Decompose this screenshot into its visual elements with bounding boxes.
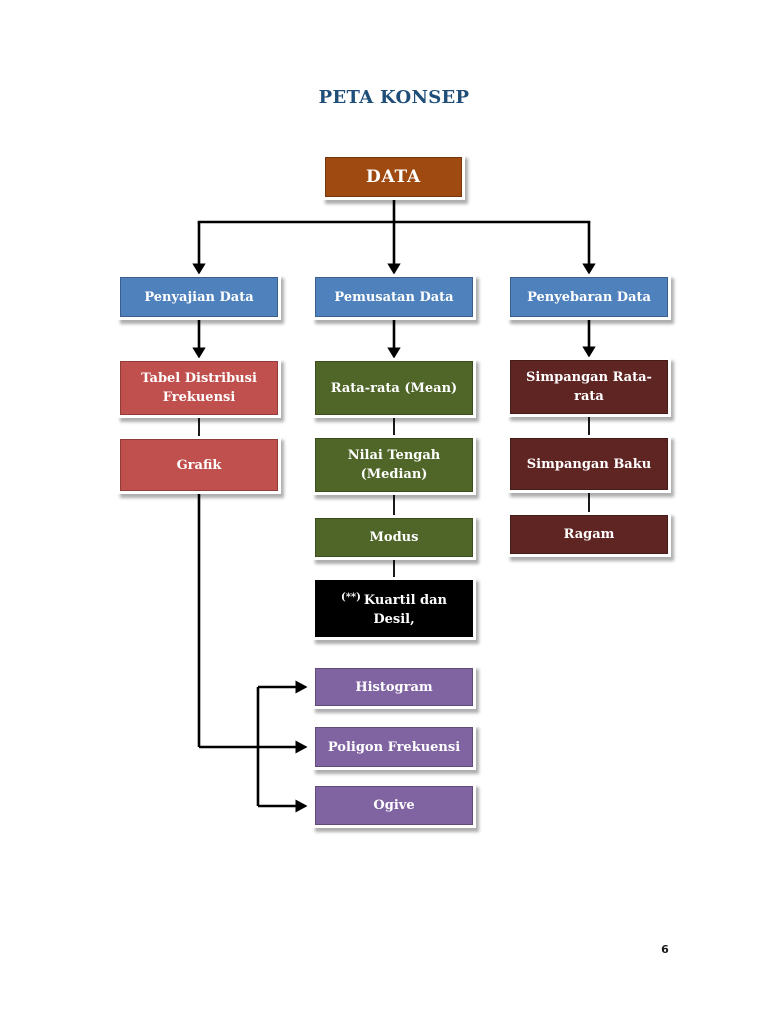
node-kuartil-dan-desil: (**)Kuartil dan Desil,	[312, 577, 476, 640]
node-simpangan-rata-rata: Simpangan Rata-rata	[507, 357, 671, 417]
page-number: 6	[661, 943, 669, 956]
node-pemusatan-data: Pemusatan Data	[312, 274, 476, 320]
node-pemusatan-data-label: Pemusatan Data	[334, 289, 454, 305]
node-kuartil-prefix: (**)	[340, 592, 361, 603]
node-kuartil-label: (**)Kuartil dan Desil,	[321, 588, 467, 629]
node-simpangan-baku-label: Simpangan Baku	[526, 456, 652, 472]
node-tabel-label: Tabel Distribusi Frekuensi	[141, 371, 257, 405]
node-ragam: Ragam	[507, 512, 671, 557]
node-data: DATA	[322, 154, 465, 200]
node-poligon-label: Poligon Frekuensi	[327, 739, 461, 755]
node-grafik-label: Grafik	[176, 457, 222, 473]
node-modus-label: Modus	[369, 530, 419, 545]
node-penyebaran-data: Penyebaran Data	[507, 274, 671, 320]
page-title: PETA KONSEP	[318, 87, 470, 108]
node-poligon-frekuensi: Poligon Frekuensi	[312, 724, 476, 770]
node-rata-rata-mean: Rata-rata (Mean)	[312, 358, 476, 418]
node-tabel-distribusi-frekuensi: Tabel Distribusi Frekuensi	[117, 358, 281, 418]
node-simpangan-rata-label: Simpangan Rata-rata	[526, 370, 652, 404]
node-penyajian-data-label: Penyajian Data	[144, 289, 254, 305]
node-rata-rata-label: Rata-rata (Mean)	[330, 380, 458, 396]
node-nilai-tengah-label: Nilai Tengah (Median)	[347, 448, 441, 482]
node-nilai-tengah-median: Nilai Tengah (Median)	[312, 435, 476, 495]
node-modus: Modus	[312, 515, 476, 560]
node-penyajian-data: Penyajian Data	[117, 274, 281, 320]
node-ogive: Ogive	[312, 783, 476, 828]
node-kuartil-text: Kuartil dan Desil,	[363, 593, 448, 627]
node-ragam-label: Ragam	[563, 527, 615, 542]
node-data-label: DATA	[365, 166, 422, 187]
node-grafik: Grafik	[117, 436, 281, 494]
node-simpangan-baku: Simpangan Baku	[507, 435, 671, 493]
node-ogive-label: Ogive	[373, 798, 415, 813]
node-histogram-label: Histogram	[355, 679, 433, 695]
node-histogram: Histogram	[312, 665, 476, 709]
node-penyebaran-data-label: Penyebaran Data	[527, 289, 651, 305]
